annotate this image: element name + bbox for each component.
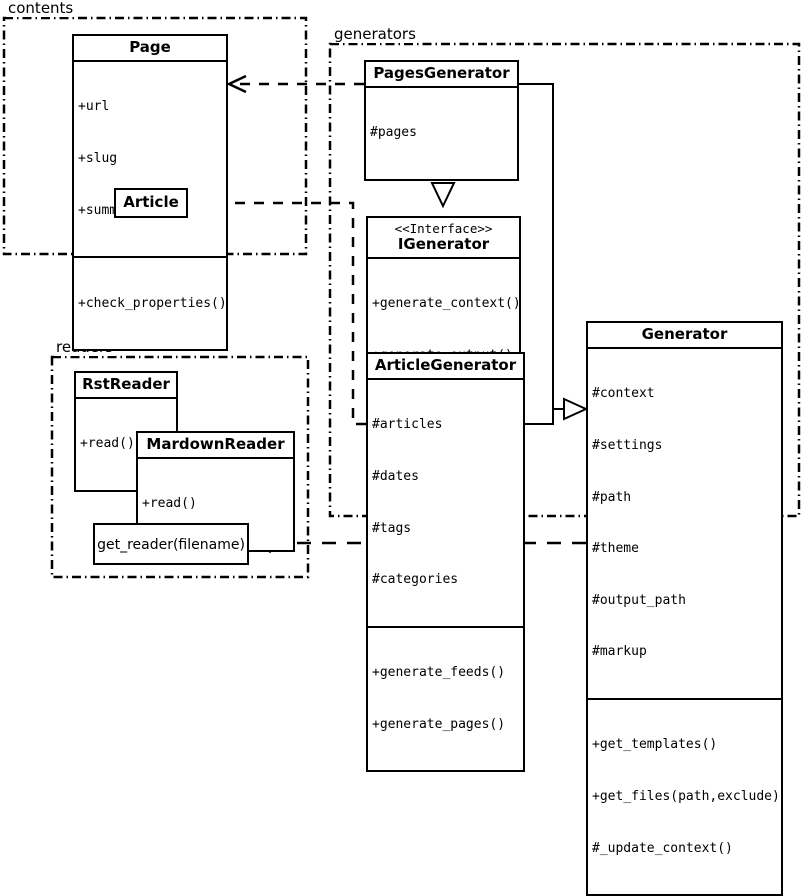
generator-class-attributes: #context #settings #path #theme #output_…: [588, 347, 781, 698]
article-class[interactable]: Article: [114, 188, 188, 218]
pagesgenerator-igenerator-arrowhead: [430, 182, 456, 209]
generator-attr-2: #path: [592, 489, 632, 505]
generator-class-operations: +get_templates() +get_files(path,exclude…: [588, 698, 781, 894]
mardownreader-class-operations: +read(): [138, 457, 293, 550]
generator-attr-0: #context: [592, 386, 655, 402]
generator-attr-5: #markup: [592, 644, 647, 660]
pagesgenerator-attr-0: #pages: [370, 125, 417, 141]
generator-class[interactable]: Generator #context #settings #path #them…: [586, 321, 783, 896]
articlegenerator-attr-2: #tags: [372, 520, 412, 536]
pagesgenerator-class-attributes: #pages: [366, 86, 517, 179]
articlegenerator-class-operations: +generate_feeds() +generate_pages(): [368, 625, 523, 771]
rstreader-class-operations: +read(): [76, 397, 176, 490]
articlegenerator-attr-1: #dates: [372, 469, 419, 485]
articlegenerator-op-1: +generate_pages(): [372, 716, 506, 732]
igenerator-class-title: IGenerator: [397, 235, 490, 253]
pagesgenerator-class-title: PagesGenerator: [373, 64, 510, 82]
page-class-attributes: +url +slug +summary: [74, 60, 226, 256]
articlegenerator-attr-0: #articles: [372, 417, 443, 433]
contents-package-label: contents: [6, 0, 77, 17]
generator-attr-1: #settings: [592, 438, 663, 454]
page-attr-1: +slug: [78, 151, 118, 167]
generator-attr-3: #theme: [592, 541, 639, 557]
generators-package-label: generators: [332, 25, 419, 43]
article-class-title: Article: [123, 193, 179, 211]
igenerator-op-0: +generate_context(): [372, 296, 521, 312]
mardownreader-op-0: +read(): [142, 496, 197, 512]
articlegenerator-class-attributes: #articles #dates #tags #categories: [368, 378, 523, 626]
page-class-operations: +check_properties(): [74, 256, 227, 349]
articlegenerator-generator-line: [525, 409, 554, 425]
pagesgenerator-page-arrowhead: [226, 74, 247, 94]
page-class-title: Page: [129, 38, 171, 56]
articlegenerator-class-title: ArticleGenerator: [374, 356, 517, 374]
articlegenerator-op-0: +generate_feeds(): [372, 665, 506, 681]
generator-inheritance-arrowhead: [563, 397, 589, 421]
articlegenerator-class[interactable]: ArticleGenerator #articles #dates #tags …: [366, 352, 525, 773]
page-op-0: +check_properties(): [78, 295, 227, 311]
get-reader-function[interactable]: get_reader(filename): [93, 523, 249, 565]
generator-op-2: #_update_context(): [592, 840, 733, 856]
generator-op-1: +get_files(path,exclude): [592, 789, 780, 805]
get-reader-function-label: get_reader(filename): [97, 537, 245, 553]
articlegenerator-article-line: [200, 201, 366, 426]
mardownreader-class-title: MardownReader: [146, 435, 285, 453]
generator-class-title: Generator: [641, 325, 728, 343]
rstreader-class-title: RstReader: [82, 375, 170, 393]
readers-package-border: [50, 355, 310, 579]
articlegenerator-attr-3: #categories: [372, 572, 459, 588]
generator-op-0: +get_templates(): [592, 737, 718, 753]
generator-attr-4: #output_path: [592, 592, 686, 608]
rstreader-op-0: +read(): [80, 436, 135, 452]
pagesgenerator-class[interactable]: PagesGenerator #pages: [364, 60, 519, 182]
pagesgenerator-generator-line: [519, 83, 566, 410]
igenerator-class-header: <<Interface>> IGenerator: [368, 218, 519, 257]
igenerator-stereotype: <<Interface>>: [394, 221, 493, 236]
generators-package-border: [328, 42, 801, 518]
page-attr-0: +url: [78, 99, 110, 115]
